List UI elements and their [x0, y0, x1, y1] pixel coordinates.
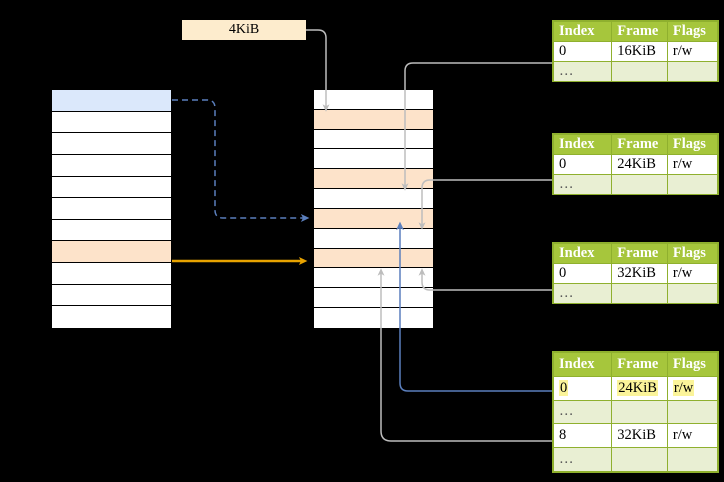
page-table-cell-index: 0: [552, 375, 613, 401]
highlighted-value: r/w: [672, 379, 695, 396]
page-table-cell-index: …: [552, 399, 613, 425]
page-table-cell-frame: [611, 447, 668, 472]
physical-frame-row: [314, 189, 433, 209]
physical-frame-row: [314, 129, 433, 150]
page-table-header-flags: Flags: [666, 352, 719, 377]
virtual-page-row: [52, 263, 171, 285]
page-table-cell-frame: [611, 61, 668, 82]
page-table-cell-flags: r/w: [666, 263, 719, 284]
wire-pt2-to-frame: [418, 179, 552, 230]
physical-frame-row: [314, 248, 433, 269]
page-table-row: 0 24KiB r/w: [552, 375, 719, 401]
virtual-page-row: [52, 198, 171, 220]
virtual-address-space-table: [51, 89, 172, 329]
wire-virtual-page-dashed: [172, 99, 310, 222]
virtual-page-row: [52, 154, 171, 177]
page-table-header-frame: Frame: [611, 134, 668, 155]
page-table-row: …: [552, 283, 719, 304]
page-table-cell-frame: 24KiB: [611, 154, 668, 175]
page-table-cell-index: 0: [552, 41, 613, 62]
page-table-cell-frame: [611, 399, 668, 425]
page-table-header-flags: Flags: [666, 134, 719, 155]
page-table-cell-flags: r/w: [666, 423, 719, 449]
page-table-cell-flags: [666, 399, 719, 425]
physical-frame-row: [314, 109, 433, 130]
page-table-cell-flags: [666, 447, 719, 472]
physical-frame-row: [314, 308, 433, 328]
virtual-page-row: [52, 284, 171, 307]
page-table-header-index: Index: [552, 243, 613, 264]
page-table-cell-flags: r/w: [666, 375, 719, 401]
page-table-cell-index: 0: [552, 263, 613, 284]
physical-memory-frame-table: [313, 89, 434, 329]
physical-frame-row: [314, 90, 433, 110]
page-table-header-flags: Flags: [666, 243, 719, 264]
virtual-page-row: [52, 133, 171, 155]
page-table-cell-index: …: [552, 447, 613, 472]
page-table-cell-frame: [611, 283, 668, 304]
virtual-page-row: [52, 111, 171, 134]
physical-frame-row: [314, 208, 433, 229]
virtual-page-row: [52, 241, 171, 263]
page-table-row: …: [552, 447, 719, 472]
page-table-header-index: Index: [552, 134, 613, 155]
page-table-cell-flags: [666, 174, 719, 195]
page-table-row: …: [552, 61, 719, 82]
physical-frame-row: [314, 268, 433, 289]
wire-pt3-to-frame: [418, 268, 552, 291]
page-table-cell-frame: 32KiB: [611, 423, 668, 449]
virtual-page-row: [52, 90, 171, 112]
physical-frame-row: [314, 169, 433, 190]
virtual-page-row: [52, 306, 171, 328]
page-size-chip: 4KiB: [182, 20, 306, 40]
page-table-cell-index: …: [552, 283, 613, 304]
page-table-cell-frame: 16KiB: [611, 41, 668, 62]
page-table-header-flags: Flags: [666, 21, 719, 42]
physical-frame-row: [314, 288, 433, 309]
page-table-row: …: [552, 399, 719, 425]
physical-frame-row: [314, 149, 433, 170]
page-table-row: …: [552, 174, 719, 195]
page-table-cell-index: …: [552, 61, 613, 82]
page-table-cell-frame: 32KiB: [611, 263, 668, 284]
page-table-cell-flags: r/w: [666, 41, 719, 62]
page-table-cell-flags: [666, 283, 719, 304]
page-size-label: 4KiB: [228, 22, 260, 37]
physical-frame-row: [314, 228, 433, 249]
highlighted-value: 24KiB: [617, 379, 658, 396]
page-table-cell-frame: 24KiB: [611, 375, 668, 401]
page-table-cell-index: …: [552, 174, 613, 195]
page-table-cell-index: 0: [552, 154, 613, 175]
page-table-header-index: Index: [552, 352, 613, 377]
page-table-header-index: Index: [552, 21, 613, 42]
page-table-cell-flags: r/w: [666, 154, 719, 175]
page-table-header-frame: Frame: [611, 243, 668, 264]
page-table-cell-flags: [666, 61, 719, 82]
highlighted-value: 0: [559, 379, 569, 396]
virtual-page-row: [52, 176, 171, 199]
page-table-header-frame: Frame: [611, 352, 668, 377]
page-table-header-frame: Frame: [611, 21, 668, 42]
page-table-cell-index: 8: [552, 423, 613, 449]
page-table-cell-frame: [611, 174, 668, 195]
virtual-page-row: [52, 219, 171, 242]
